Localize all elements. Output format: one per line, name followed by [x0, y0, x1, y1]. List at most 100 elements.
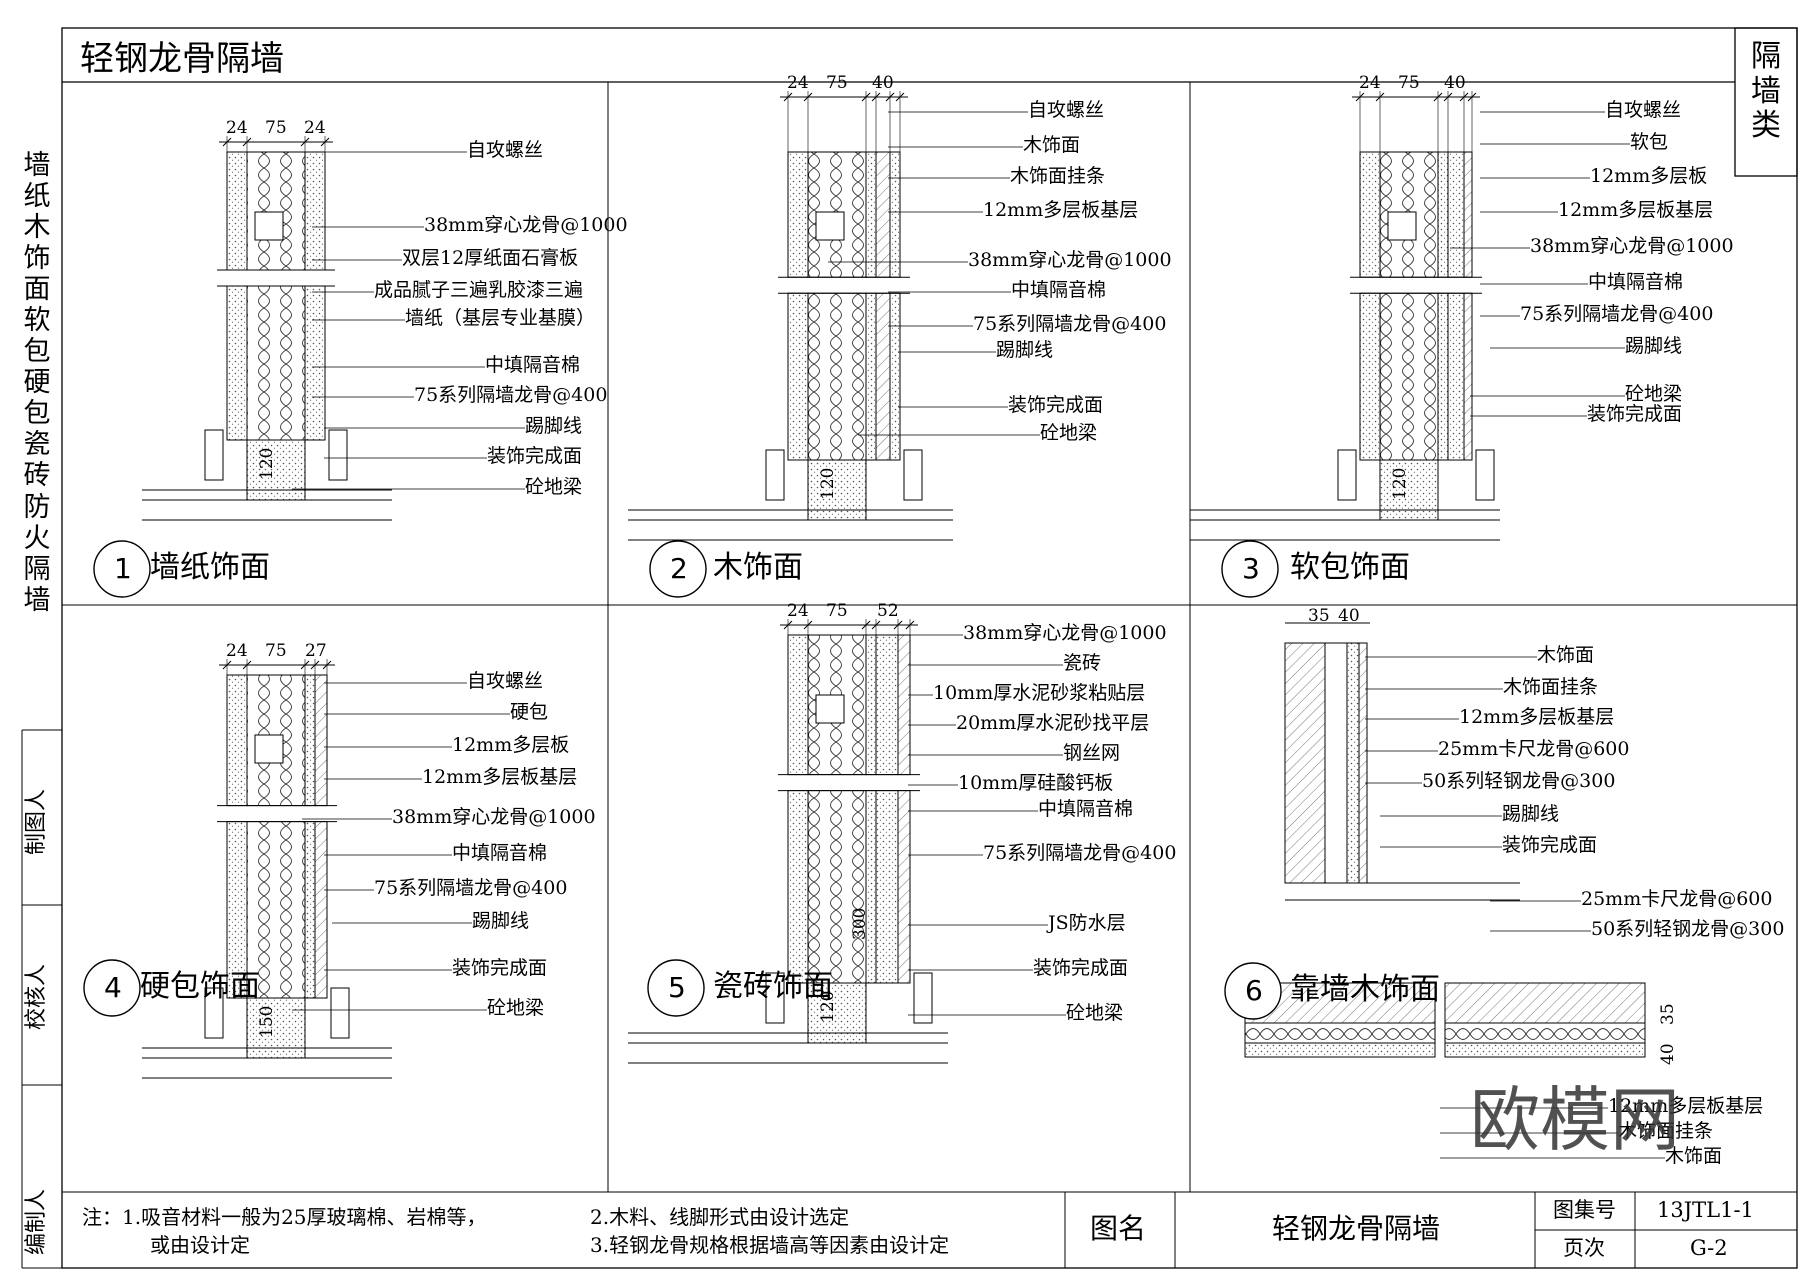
detail-3-label-6: 中填隔音棉 — [1588, 271, 1684, 293]
detail-6-dim-top: 35 — [1308, 606, 1330, 626]
detail-3-label-10: 装饰完成面 — [1587, 403, 1683, 425]
layer — [787, 151, 809, 278]
detail-2-label-7: 75系列隔墙龙骨@400 — [973, 313, 1167, 335]
detail-2-label-6: 中填隔音棉 — [1011, 279, 1107, 301]
detail-2-label-5: 38mm穿心龙骨@1000 — [968, 249, 1172, 271]
layer — [1359, 292, 1381, 461]
detail-2-dim-top: 24 — [787, 73, 809, 93]
detail-6-label-10: 12mm多层板基层 — [1608, 1095, 1764, 1117]
detail-6-name: 靠墙木饰面 — [1290, 972, 1440, 1007]
detail-4-dim-top: 75 — [265, 641, 287, 661]
detail-3-label-5: 38mm穿心龙骨@1000 — [1530, 235, 1734, 257]
detail-3-label-9: 砼地梁 — [1625, 383, 1683, 405]
detail-6-label-5: 50系列轻钢龙骨@300 — [1422, 770, 1616, 792]
detail-4-label-3: 12mm多层板 — [452, 734, 570, 756]
layer — [304, 674, 316, 807]
note-1b: 或由设计定 — [150, 1233, 250, 1257]
plan-board-right — [1444, 1042, 1646, 1058]
detail-1-dim-top: 24 — [304, 118, 326, 138]
layer — [246, 151, 306, 271]
note-prefix: 注： — [82, 1205, 122, 1229]
detail-3-label-4: 12mm多层板基层 — [1558, 199, 1714, 221]
layer — [807, 790, 867, 984]
layer — [226, 674, 248, 807]
role-compiler: 编制人 — [24, 1188, 49, 1255]
role-checker: 校核人 — [24, 963, 49, 1030]
skirting-left — [1337, 449, 1357, 501]
layer — [304, 821, 316, 999]
stud-box — [815, 211, 845, 241]
detail-3-label-1: 自攻螺丝 — [1605, 99, 1682, 121]
detail-1-label-10: 砼地梁 — [525, 476, 583, 498]
stud-box — [815, 694, 845, 724]
detail-4-label-8: 踢脚线 — [472, 910, 530, 932]
layer — [875, 151, 891, 278]
skirting-left — [765, 972, 785, 1024]
detail-6-dim-top: 40 — [1338, 606, 1360, 626]
stud-box — [1387, 211, 1417, 241]
detail-4-section — [142, 659, 392, 1079]
detail-5-label-6: 10mm厚硅酸钙板 — [958, 772, 1114, 794]
detail-4-dim-top: 27 — [305, 641, 327, 661]
detail-5-name: 瓷砖饰面 — [713, 969, 833, 1004]
detail-1-label-9: 装饰完成面 — [487, 445, 583, 467]
page-label: 页次 — [1563, 1236, 1605, 1260]
layer — [314, 821, 328, 999]
detail-6-label-9: 50系列轻钢龙骨@300 — [1591, 918, 1785, 940]
detail-4-number: 4 — [104, 971, 122, 1004]
detail-2-number: 2 — [670, 552, 688, 585]
detail-1-label-5: 墙纸（基层专业基膜） — [405, 307, 596, 329]
page-value: G-2 — [1690, 1236, 1728, 1260]
layer — [865, 790, 877, 984]
wood-finish — [1358, 642, 1368, 884]
detail-4-label-2: 硬包 — [510, 701, 549, 723]
detail-4-dim-height: 150 — [257, 1005, 277, 1038]
detail-5-label-8: 75系列隔墙龙骨@400 — [983, 842, 1177, 864]
layer — [787, 790, 809, 984]
layer — [226, 285, 248, 441]
detail-6-number-circle — [1224, 962, 1282, 1020]
layer — [1463, 292, 1473, 461]
layer — [807, 292, 867, 461]
detail-3-dim-top: 75 — [1398, 73, 1420, 93]
detail-3-label-7: 75系列隔墙龙骨@400 — [1520, 303, 1714, 325]
detail-1-name: 墙纸饰面 — [150, 550, 270, 585]
layer — [246, 821, 306, 999]
detail-4-name: 硬包饰面 — [140, 969, 260, 1004]
detail-6-label-7: 装饰完成面 — [1502, 834, 1598, 856]
layer — [787, 634, 809, 776]
detail-6-number: 6 — [1245, 974, 1263, 1007]
detail-1-label-4: 成品腻子三遍乳胶漆三遍 — [374, 279, 584, 301]
skirting-right — [330, 987, 350, 1039]
layer — [304, 285, 326, 441]
detail-1-label-2: 38mm穿心龙骨@1000 — [424, 214, 628, 236]
note-1: 1.吸音材料一般为25厚玻璃棉、岩棉等， — [122, 1205, 487, 1229]
atlas-value: 13JTL1-1 — [1657, 1198, 1754, 1222]
detail-1-label-3: 双层12厚纸面石膏板 — [402, 247, 579, 269]
plan-wall-right — [1444, 982, 1646, 1024]
layer — [1359, 151, 1381, 278]
detail-5-dim-top: 52 — [877, 601, 899, 621]
detail-1-number-circle — [93, 540, 151, 598]
detail-6-dim-side: 40 — [1658, 1043, 1678, 1065]
detail-1-label-6: 中填隔音棉 — [485, 354, 581, 376]
layer — [875, 634, 899, 776]
plan-board-left — [1244, 1042, 1436, 1058]
layer — [246, 285, 306, 441]
layer — [875, 790, 899, 984]
detail-1-dim-height: 120 — [257, 447, 277, 480]
skirting-right — [1475, 449, 1495, 501]
detail-6-label-3: 12mm多层板基层 — [1459, 706, 1615, 728]
detail-5-label-1: 38mm穿心龙骨@1000 — [963, 622, 1167, 644]
detail-6-label-12: 木饰面 — [1665, 1145, 1723, 1167]
detail-5-dim-top: 24 — [787, 601, 809, 621]
stud-box — [254, 734, 284, 764]
layer — [889, 151, 901, 278]
detail-2-label-9: 装饰完成面 — [1008, 394, 1104, 416]
detail-4-number-circle — [83, 959, 141, 1017]
detail-4-dim-top: 24 — [226, 641, 248, 661]
detail-3-dim-top: 40 — [1444, 73, 1466, 93]
detail-5-label-11: 砼地梁 — [1066, 1002, 1124, 1024]
detail-4-label-5: 38mm穿心龙骨@1000 — [392, 806, 596, 828]
